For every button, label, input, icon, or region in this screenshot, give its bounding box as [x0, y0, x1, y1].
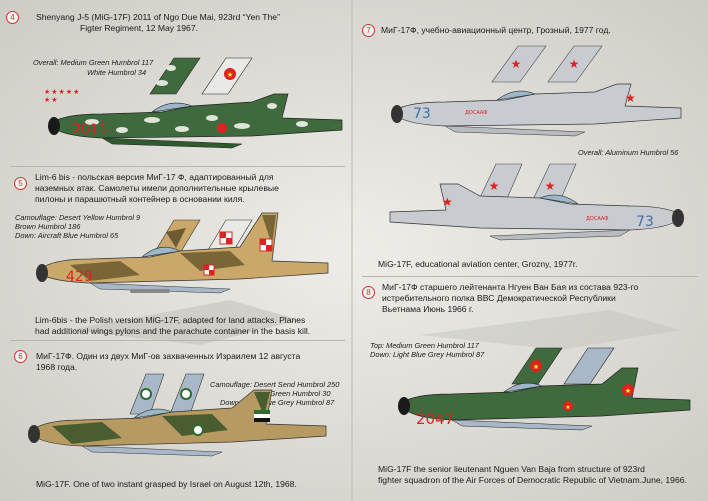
caption-english: MiG-17F, educational aviation center, Gr… [378, 259, 578, 269]
caption-english: MiG-17F. One of two instant grasped by I… [36, 479, 297, 489]
paint-note: Overall: Aluminum Humbrol 56 [578, 148, 679, 157]
svg-text:★: ★ [565, 404, 570, 411]
section-number-7: 7 [362, 24, 375, 37]
wing-top-view: ★ ★ [491, 45, 603, 83]
caption-line: МиГ-17Ф старшего лейтенанта Нгуен Ван Ба… [382, 282, 639, 292]
paint-note: Dark Green Humbrol 30 [252, 389, 331, 398]
paint-note: White Humbrol 34 [87, 68, 147, 77]
code-429: 429 [66, 269, 93, 285]
code-2047: 2047 [416, 410, 454, 428]
wing-top-view: ★ [149, 57, 253, 95]
section-number-4: 4 [6, 11, 19, 24]
tail-code-4: 2011 [72, 122, 108, 138]
svg-text:★: ★ [545, 179, 556, 193]
svg-text:★: ★ [442, 195, 453, 209]
caption-line: пилоны и парашютный контейнер в основани… [35, 194, 245, 204]
divider [10, 166, 345, 167]
divider [10, 340, 345, 341]
paint-note: Down: Light Blue Grey Humbrol 87 [370, 350, 485, 359]
caption-line: МиГ-17Ф. Один из двух МиГ-ов захваченных… [36, 351, 301, 361]
wing-top-view [129, 373, 205, 415]
aircraft-profile-8: ★ ★ 2047 [398, 367, 691, 431]
paint-note: Camouflage: Desert Yellow Humbrol 9 [15, 213, 141, 222]
svg-text:★: ★ [227, 71, 233, 79]
code-73: 73 [413, 106, 431, 122]
caption-english: had additional wings pylons and the para… [35, 326, 311, 336]
caption-line: Вьетнама Июнь 1966 г. [382, 304, 474, 314]
caption-line: истребительного полка ВВС Демократическо… [382, 293, 616, 303]
caption-english: fighter squadron of the Air Forces of De… [378, 475, 687, 485]
paint-note: Camouflage: Desert Send Humbrol 250 [210, 380, 340, 389]
aircraft-profile-4: 2011 [48, 93, 343, 149]
paint-note: Top: Medium Green Humbrol 117 [370, 341, 479, 350]
caption-english: MiG-17F the senior lieutenant Nguen Van … [378, 464, 645, 474]
kill-stars: ★★★★★★★ [44, 89, 81, 104]
caption-line: МиГ-17Ф, учебно-авиационный центр, Грозн… [381, 25, 611, 35]
fuselage-text: ДОСААФ [465, 110, 488, 116]
code-73: 73 [636, 214, 654, 230]
fuselage-text: ДОСААФ [586, 216, 609, 222]
wing-top-view: ★ [511, 347, 615, 385]
svg-text:★: ★ [533, 363, 539, 371]
divider [362, 276, 698, 277]
aircraft-profile-7b: ★ 73 ДОСААФ [389, 183, 684, 241]
caption-line: Lim-6 bis - польская версия МиГ-17 Ф, ад… [35, 172, 274, 182]
aircraft-profile-6 [28, 389, 327, 457]
paint-note: Overall: Medium Green Humbrol 117 [33, 58, 154, 67]
aircraft-profile-5: 429 [36, 212, 329, 294]
paint-note: Down: Light Blue Grey Humbrol 87 [220, 398, 335, 407]
svg-text:★: ★ [625, 91, 636, 105]
section-number-5: 5 [14, 177, 27, 190]
paint-note: Down: Aircraft Blue Humbrol 65 [15, 231, 119, 240]
svg-text:★: ★ [569, 57, 580, 71]
caption-line: Shenyang J-5 (MiG-17F) 2011 of Ngo Due M… [36, 12, 280, 22]
svg-text:★: ★ [489, 179, 500, 193]
caption-line: Figter Regiment, 12 May 1967. [80, 23, 198, 33]
caption-line: наземных атак. Самолеты имели дополнител… [35, 183, 279, 193]
svg-text:★: ★ [511, 57, 522, 71]
section-number-8: 8 [362, 286, 375, 299]
caption-line: 1968 года. [36, 362, 78, 372]
paint-note: Brown Humbrol 186 [15, 222, 81, 231]
svg-text:★: ★ [625, 387, 631, 395]
aircraft-profile-7a: ★ 73 ДОСААФ [391, 83, 682, 137]
caption-english: Lim-6bis - the Polish version MiG-17F, a… [35, 315, 306, 325]
section-number-6: 6 [14, 350, 27, 363]
